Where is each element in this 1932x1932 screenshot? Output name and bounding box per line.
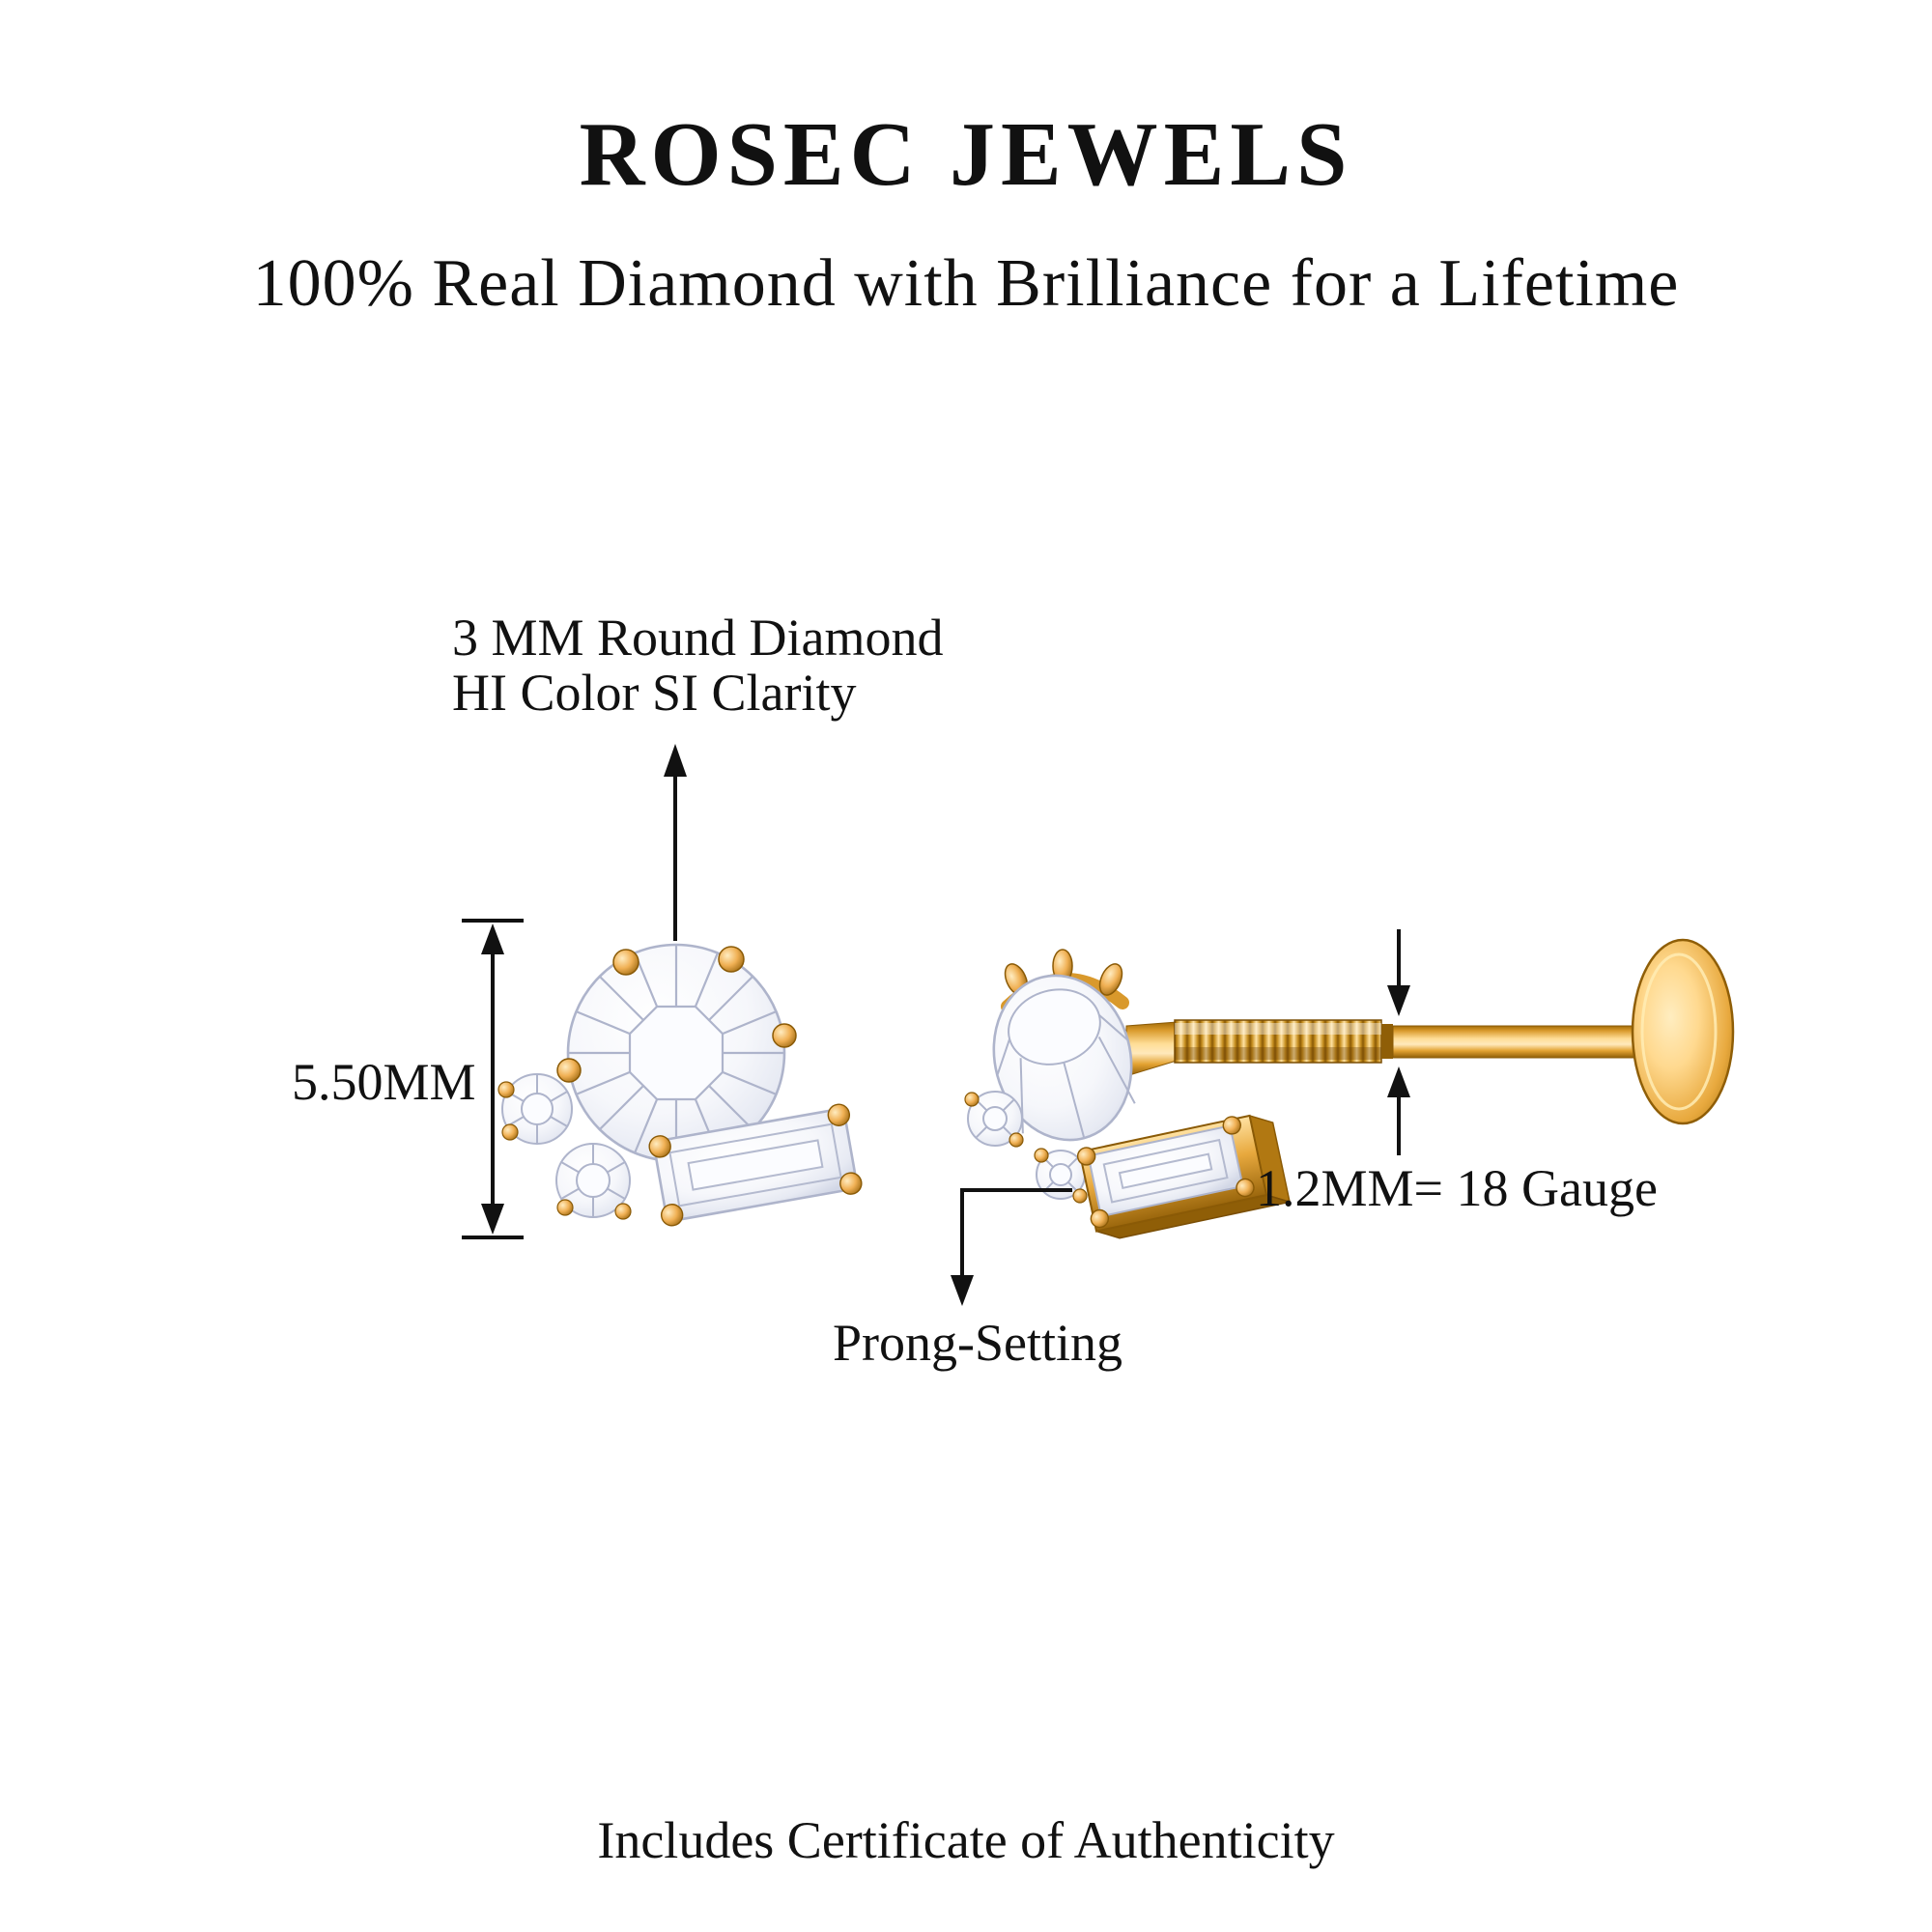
- front-view-cluster: [497, 943, 863, 1227]
- annotation-arrows: [462, 744, 1410, 1306]
- height-label: 5.50MM: [292, 1053, 476, 1111]
- big-round-diamond: [566, 943, 786, 1163]
- prong-dots-big-round: [556, 946, 797, 1083]
- brand-tagline: 100% Real Diamond with Brilliance for a …: [252, 246, 1680, 321]
- cluster-post-connector: [1125, 1021, 1178, 1077]
- prong-dots-side-baguette: [1076, 1116, 1255, 1229]
- prong-dots-baguette: [648, 1103, 863, 1227]
- spec-annotation: 3 MM Round Diamond HI Color SI Clarity: [452, 609, 944, 723]
- height-dimension: [462, 919, 524, 1239]
- prong-dots-accent-bottom: [556, 1199, 632, 1220]
- accent-diamond-bottom: [555, 1143, 631, 1218]
- spec-line-2: HI Color SI Clarity: [452, 664, 857, 723]
- spec-line-1: 3 MM Round Diamond: [452, 609, 944, 667]
- setting-pointer: [951, 1188, 1072, 1306]
- threaded-post: [1174, 1019, 1382, 1064]
- post-ring: [1381, 1024, 1393, 1059]
- certificate-note: Includes Certificate of Authenticity: [597, 1811, 1335, 1869]
- gauge-arrow-bottom: [1387, 1066, 1410, 1155]
- disc-back: [1631, 938, 1735, 1125]
- side-accent-diamond-bottom: [1036, 1150, 1086, 1200]
- baguette-diamond: [648, 1103, 863, 1227]
- setting-label: Prong-Setting: [833, 1314, 1123, 1372]
- prong-dots-side-bottom: [1034, 1148, 1088, 1204]
- spec-pointer-arrow: [664, 744, 687, 941]
- post-shaft: [1392, 1025, 1637, 1059]
- prong-dots-side-left: [964, 1092, 1024, 1148]
- side-round-diamond: [992, 974, 1136, 1142]
- side-view-earring: [964, 938, 1735, 1239]
- accent-diamond-left: [501, 1073, 573, 1145]
- gauge-arrow-top: [1387, 929, 1410, 1016]
- side-baguette-setting: [1076, 1114, 1292, 1239]
- brand-title: ROSEC JEWELS: [579, 104, 1353, 205]
- prong-dots-accent-left: [497, 1081, 519, 1141]
- gauge-label: 1.2MM= 18 Gauge: [1256, 1159, 1658, 1217]
